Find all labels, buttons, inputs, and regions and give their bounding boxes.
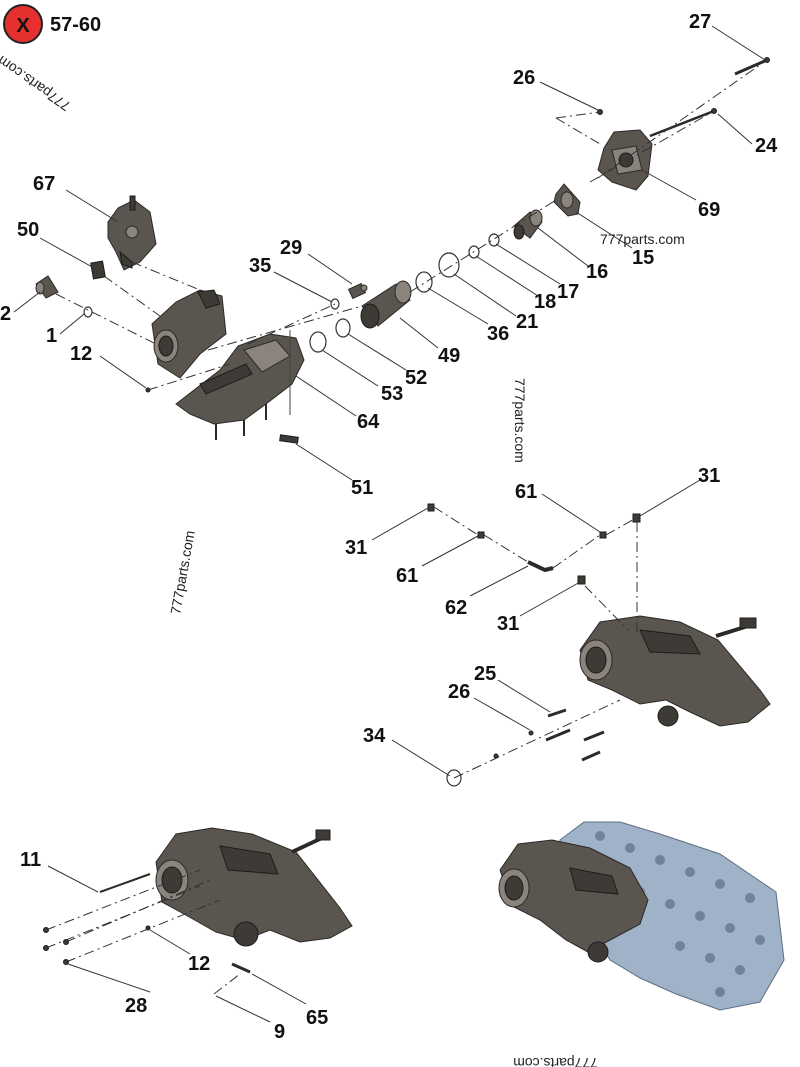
- part-ring-34: [446, 769, 462, 787]
- alignment-lines: [45, 59, 768, 995]
- badge-circle: [3, 4, 43, 44]
- watermark-top-right: 777parts.com: [600, 231, 685, 247]
- part-bolt-25: [547, 708, 567, 718]
- callout-16[interactable]: 16: [586, 261, 608, 283]
- callout-15[interactable]: 15: [632, 247, 654, 269]
- part-ring-1: [83, 306, 93, 318]
- callout-34[interactable]: 34: [363, 725, 386, 747]
- part-fitting-31-left: [427, 503, 435, 512]
- part-assembly-middle-right: [579, 615, 771, 727]
- callout-9[interactable]: 9: [274, 1021, 285, 1043]
- callout-62[interactable]: 62: [445, 597, 467, 619]
- callout-35[interactable]: 35: [249, 255, 271, 277]
- valve-body-texture: [595, 831, 765, 997]
- part-bolt-25c: [583, 730, 605, 742]
- callout-61-top[interactable]: 61: [515, 481, 537, 503]
- callout-21[interactable]: 21: [516, 311, 538, 333]
- callout-12-top[interactable]: 12: [70, 343, 92, 365]
- watermark-center: 777parts.com: [512, 378, 528, 463]
- part-spool-16: [513, 209, 543, 240]
- callout-65[interactable]: 65: [306, 1007, 328, 1029]
- callout-51[interactable]: 51: [351, 477, 373, 499]
- callout-36[interactable]: 36: [487, 323, 509, 345]
- part-sleeve-49: [360, 280, 412, 329]
- callout-69[interactable]: 69: [698, 199, 720, 221]
- part-pin-24: [649, 108, 717, 138]
- part-ring-53: [309, 331, 327, 353]
- part-ring-21: [438, 252, 460, 278]
- callout-12-bottom[interactable]: 12: [188, 953, 210, 975]
- part-plate-51: [279, 434, 299, 444]
- callout-labels: 27 26 24 69 67 50 29 35 15 16 17 18 21 3…: [0, 11, 778, 1043]
- watermark-left: 777parts.com: [167, 529, 197, 615]
- part-ring-17: [488, 233, 500, 247]
- badge-range: 57-60: [50, 14, 101, 36]
- part-fitting-61-left: [477, 531, 485, 539]
- part-ring-18: [468, 245, 480, 259]
- callout-29[interactable]: 29: [280, 237, 302, 259]
- callout-64[interactable]: 64: [357, 411, 380, 433]
- callout-31-left[interactable]: 31: [345, 537, 367, 559]
- part-spring-65: [231, 962, 251, 974]
- part-fitting-31-mid: [577, 575, 586, 585]
- callout-26-lower[interactable]: 26: [448, 681, 470, 703]
- part-bracket-67: [107, 195, 157, 271]
- part-main-body-64: [175, 330, 305, 440]
- callout-1[interactable]: 1: [46, 325, 57, 347]
- part-bolt-25d: [581, 750, 601, 762]
- callout-17[interactable]: 17: [557, 281, 579, 303]
- callout-24[interactable]: 24: [755, 135, 778, 157]
- part-bolt-25b: [545, 728, 571, 742]
- part-pin-11: [99, 873, 151, 893]
- part-plate-50: [90, 260, 106, 280]
- callout-11[interactable]: 11: [20, 849, 41, 871]
- watermark-bottom: 777parts.com: [513, 1055, 598, 1067]
- callout-53[interactable]: 53: [381, 383, 403, 405]
- callout-50[interactable]: 50: [17, 219, 39, 241]
- callout-49[interactable]: 49: [438, 345, 460, 367]
- part-ring-52: [335, 318, 351, 338]
- part-tube-62: [527, 560, 554, 573]
- callout-26[interactable]: 26: [513, 67, 535, 89]
- callout-27[interactable]: 27: [689, 11, 711, 33]
- part-assembly-bottom-left: [155, 827, 353, 947]
- part-body-upper-left: [151, 289, 227, 379]
- callout-67[interactable]: 67: [33, 173, 55, 195]
- leader-lines: [13, 25, 766, 1023]
- callout-52[interactable]: 52: [405, 367, 427, 389]
- callout-2[interactable]: 2: [0, 303, 11, 325]
- part-plug-29: [347, 282, 368, 300]
- callout-18[interactable]: 18: [534, 291, 556, 313]
- callout-61-left[interactable]: 61: [396, 565, 418, 587]
- part-ring-36: [415, 271, 433, 293]
- part-ring-35: [330, 298, 340, 310]
- part-cover-15: [553, 183, 581, 217]
- part-housing-69: [597, 129, 653, 191]
- callout-25[interactable]: 25: [474, 663, 496, 685]
- callout-28[interactable]: 28: [125, 995, 147, 1017]
- callout-31-mid[interactable]: 31: [497, 613, 519, 635]
- badge-glyph: X: [16, 15, 30, 37]
- part-fitting-61-right: [599, 531, 607, 539]
- reference-badge[interactable]: X 57-60: [3, 4, 101, 44]
- callout-31-top[interactable]: 31: [698, 465, 720, 487]
- part-valve-body-assembly: [498, 821, 785, 1011]
- part-plug-2: [35, 275, 59, 299]
- watermark-top-left: 777parts.com: [0, 53, 73, 115]
- part-fitting-31-right: [632, 513, 641, 523]
- part-dowel-26-lower: [528, 730, 534, 736]
